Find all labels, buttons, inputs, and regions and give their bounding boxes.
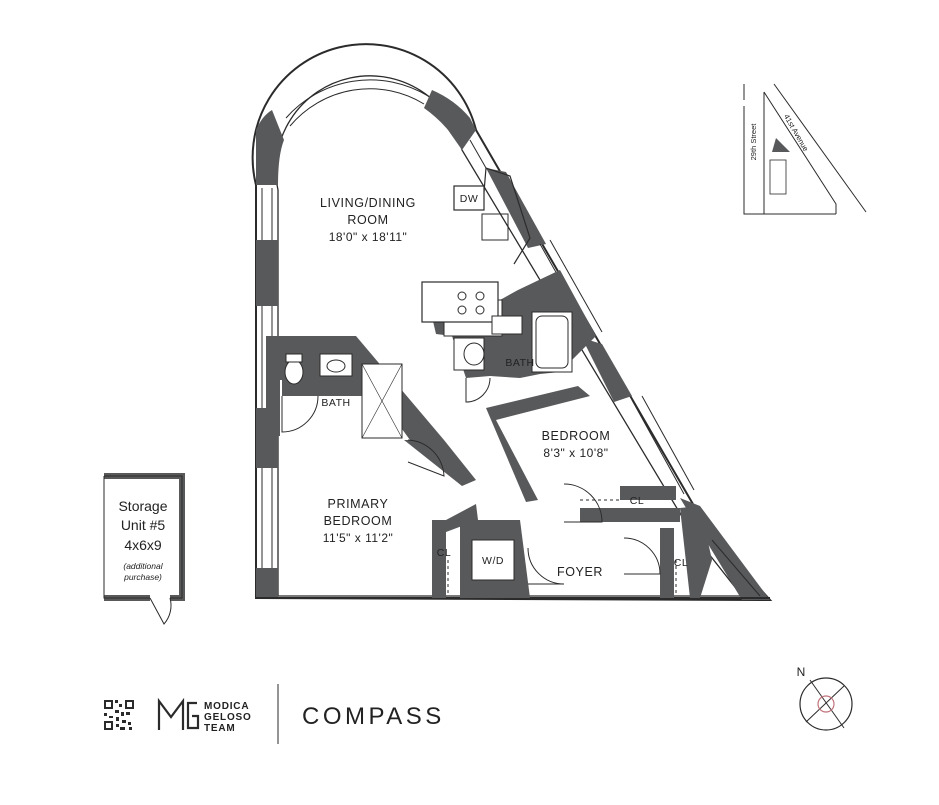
compass-center bbox=[817, 695, 835, 713]
bath-left-label: BATH bbox=[321, 397, 350, 409]
room-labels: LIVING/DINING ROOM 18'0" x 18'11" DW BAT… bbox=[320, 193, 688, 579]
footer: MODICA GELOSO TEAM COMPASS bbox=[104, 684, 445, 744]
north-label: N bbox=[797, 665, 806, 679]
primary-dims: 11'5" x 11'2" bbox=[323, 531, 394, 545]
modica-geloso-logo bbox=[157, 697, 200, 730]
building-marker bbox=[772, 138, 790, 152]
team-line3: TEAM bbox=[204, 723, 236, 734]
living-dims: 18'0" x 18'11" bbox=[329, 230, 408, 244]
key-map: 29th Street 41st Avenue bbox=[743, 83, 867, 215]
closet-label-primary: CL bbox=[437, 547, 451, 559]
foyer-label: FOYER bbox=[557, 565, 603, 579]
street-41st: 41st Avenue bbox=[782, 113, 810, 153]
primary-label-line2: BEDROOM bbox=[324, 514, 393, 528]
bath-right-label: BATH bbox=[505, 357, 534, 369]
storage-note2: purchase) bbox=[123, 572, 162, 582]
kitchen-sink bbox=[481, 213, 509, 241]
team-line1: MODICA bbox=[204, 701, 249, 712]
dishwasher bbox=[453, 185, 485, 211]
compass-rose: N bbox=[797, 665, 853, 731]
compass-brand: COMPASS bbox=[302, 703, 445, 730]
team-line2: GELOSO bbox=[204, 712, 252, 723]
vanity-left bbox=[319, 353, 353, 377]
living-label-line1: LIVING/DINING bbox=[320, 196, 416, 210]
bedroom-dims: 8'3" x 10'8" bbox=[543, 446, 608, 460]
vanity-right bbox=[491, 315, 523, 335]
toilet-left bbox=[284, 359, 304, 385]
toilet-right bbox=[463, 342, 485, 366]
bedroom-label: BEDROOM bbox=[542, 429, 611, 443]
storage-line2: Unit #5 bbox=[121, 517, 166, 533]
storage-line1: Storage bbox=[118, 498, 167, 514]
closet-label-bedroom: CL bbox=[630, 495, 644, 507]
storage-line3: 4x6x9 bbox=[124, 537, 162, 553]
fixtures bbox=[284, 185, 569, 439]
stove bbox=[457, 291, 485, 315]
qr-code bbox=[104, 700, 134, 730]
storage-note1: (additional bbox=[123, 561, 163, 571]
primary-label-line1: PRIMARY bbox=[328, 497, 389, 511]
wd-label: W/D bbox=[482, 555, 504, 567]
living-label-line2: ROOM bbox=[347, 213, 388, 227]
doors bbox=[281, 377, 677, 596]
storage-unit: Storage Unit #5 4x6x9 (additional purcha… bbox=[103, 473, 185, 625]
street-29th: 29th Street bbox=[749, 123, 758, 161]
closet-label-foyer: CL bbox=[674, 557, 688, 569]
dw-label: DW bbox=[460, 193, 479, 205]
bathtub bbox=[535, 315, 569, 369]
